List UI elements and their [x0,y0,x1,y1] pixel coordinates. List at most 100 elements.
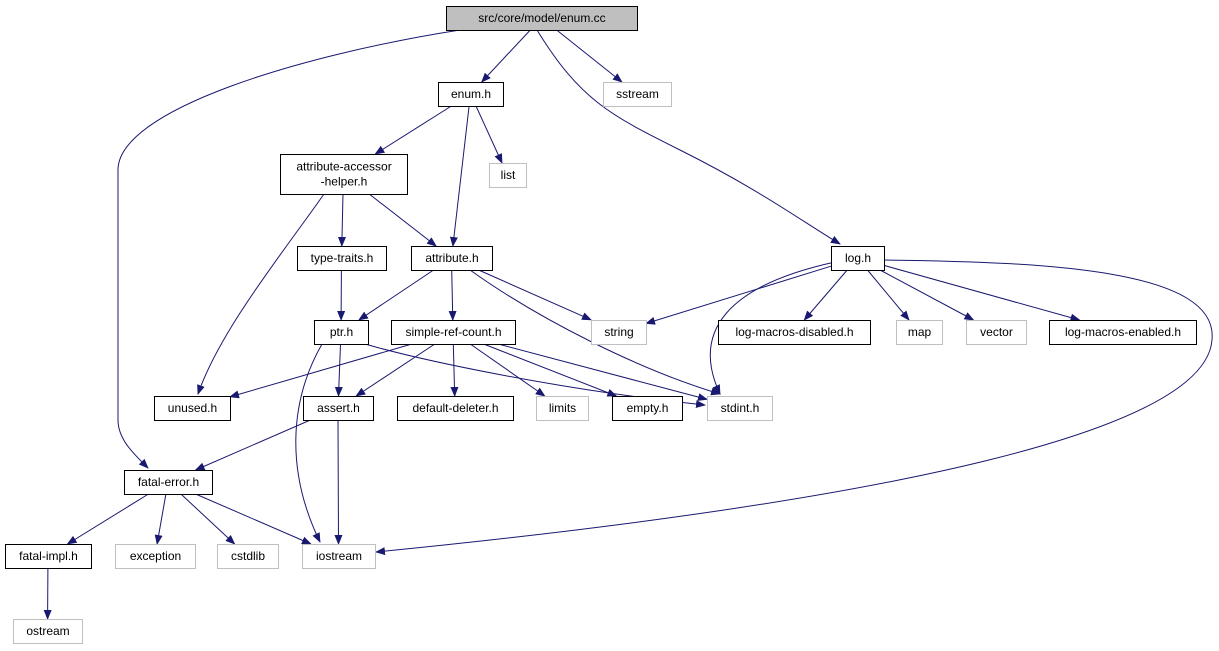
graph-nodes: src/core/model/enum.cc enum.h sstream list a… [5,6,1197,644]
edge-attribute-h-to-string [478,269,592,321]
node-label: limits [549,401,576,415]
node-label: log-macros-enabled.h [1065,325,1181,339]
node-box [489,163,527,188]
edge-enum-h-to-attribute-h [449,105,470,247]
edge-assert-h-to-iostream [334,419,343,545]
node-enum-h[interactable]: enum.h [438,82,504,107]
edge-simple-ref-to-empty-h [483,343,618,397]
node-label: list [501,168,516,182]
node-simple-ref[interactable]: simple-ref-count.h [391,320,516,345]
node-label: vector [980,325,1013,339]
node-exception[interactable]: exception [115,544,196,569]
edge-fatal-error-to-exception [154,493,167,545]
node-map[interactable]: map [896,320,943,345]
node-label: iostream [316,549,362,563]
edge-log-h-to-vector [879,269,975,321]
node-box [302,544,376,569]
node-cstdlib[interactable]: cstdlib [217,544,279,569]
node-log-disabled[interactable]: log-macros-disabled.h [718,320,871,345]
node-label: ptr.h [330,325,353,339]
edge-fatal-error-to-fatal-impl [66,493,149,545]
node-ptr-h[interactable]: ptr.h [314,320,369,345]
node-type-traits[interactable]: type-traits.h [297,246,387,271]
node-label: -helper.h [321,175,368,189]
node-attr-accessor[interactable]: attribute-accessor-helper.h [280,154,408,195]
edge-attribute-h-to-ptr-h [358,269,434,321]
node-fatal-error[interactable]: fatal-error.h [124,470,213,495]
edge-simple-ref-to-assert-h [355,343,436,397]
edge-fatal-error-to-cstdlib [180,493,236,545]
node-limits[interactable]: limits [536,396,589,421]
node-log-enabled[interactable]: log-macros-enabled.h [1049,320,1197,345]
node-label: cstdlib [231,549,265,563]
edge-enum-h-to-attr-accessor [374,105,452,155]
graph-edges [43,29,1213,620]
edge-attr-accessor-to-attribute-h [368,193,437,247]
edge-fatal-error-to-iostream [195,493,312,545]
node-stdint[interactable]: stdint.h [707,396,773,421]
node-label: stdint.h [721,401,760,415]
node-unused-h[interactable]: unused.h [154,396,231,421]
edge-root-to-log-h [536,29,841,245]
node-fatal-impl[interactable]: fatal-impl.h [5,544,92,569]
edge-ptr-h-to-iostream [295,343,323,543]
edge-root-to-sstream [556,29,623,83]
edge-log-h-to-log-disabled [803,269,848,321]
node-label: enum.h [451,87,491,101]
node-box [297,246,387,271]
node-sstream[interactable]: sstream [603,82,672,107]
edge-root-to-fatal-error [117,29,461,469]
node-label: empty.h [627,401,669,415]
edge-simple-ref-to-default-deleter [450,343,459,397]
node-iostream[interactable]: iostream [302,544,376,569]
node-box [154,396,231,421]
node-attribute-h[interactable]: attribute.h [411,246,493,271]
node-box [314,320,369,345]
node-label: sstream [616,87,659,101]
edge-ptr-h-to-assert-h [334,343,343,397]
node-label: attribute.h [425,251,478,265]
node-label: type-traits.h [311,251,374,265]
edge-simple-ref-to-unused-h [229,343,412,399]
node-ostream[interactable]: ostream [13,619,83,644]
node-label: src/core/model/enum.cc [478,11,605,25]
edge-log-h-to-log-enabled [883,264,1081,322]
node-vector[interactable]: vector [966,320,1027,345]
node-box [217,544,279,569]
node-box [438,82,504,107]
node-box [115,544,196,569]
node-string[interactable]: string [591,320,647,345]
node-box [591,320,647,345]
node-box [280,154,408,195]
node-box [411,246,493,271]
node-label: attribute-accessor [296,160,391,174]
node-box [896,320,943,345]
node-box [13,619,83,644]
node-label: exception [130,549,181,563]
edge-attribute-h-to-simple-ref [448,269,457,321]
node-box [397,396,514,421]
node-log-h[interactable]: log.h [831,246,885,271]
node-label: default-deleter.h [412,401,498,415]
node-label: simple-ref-count.h [405,325,501,339]
node-box [966,320,1027,345]
node-assert-h[interactable]: assert.h [303,396,374,421]
node-box [446,6,638,31]
node-box [124,470,213,495]
node-default-deleter[interactable]: default-deleter.h [397,396,514,421]
node-root: src/core/model/enum.cc [446,6,638,31]
edge-attr-accessor-to-unused-h [197,193,325,395]
node-label: string [604,325,633,339]
edge-simple-ref-to-limits [469,343,546,397]
node-box [612,396,683,421]
node-list[interactable]: list [489,163,527,188]
edge-log-h-to-stdint [709,261,836,395]
edge-attr-accessor-to-type-traits [338,193,347,247]
node-box [1049,320,1197,345]
node-box [603,82,672,107]
node-box [303,396,374,421]
node-empty-h[interactable]: empty.h [612,396,683,421]
node-box [707,396,773,421]
node-label: unused.h [168,401,217,415]
